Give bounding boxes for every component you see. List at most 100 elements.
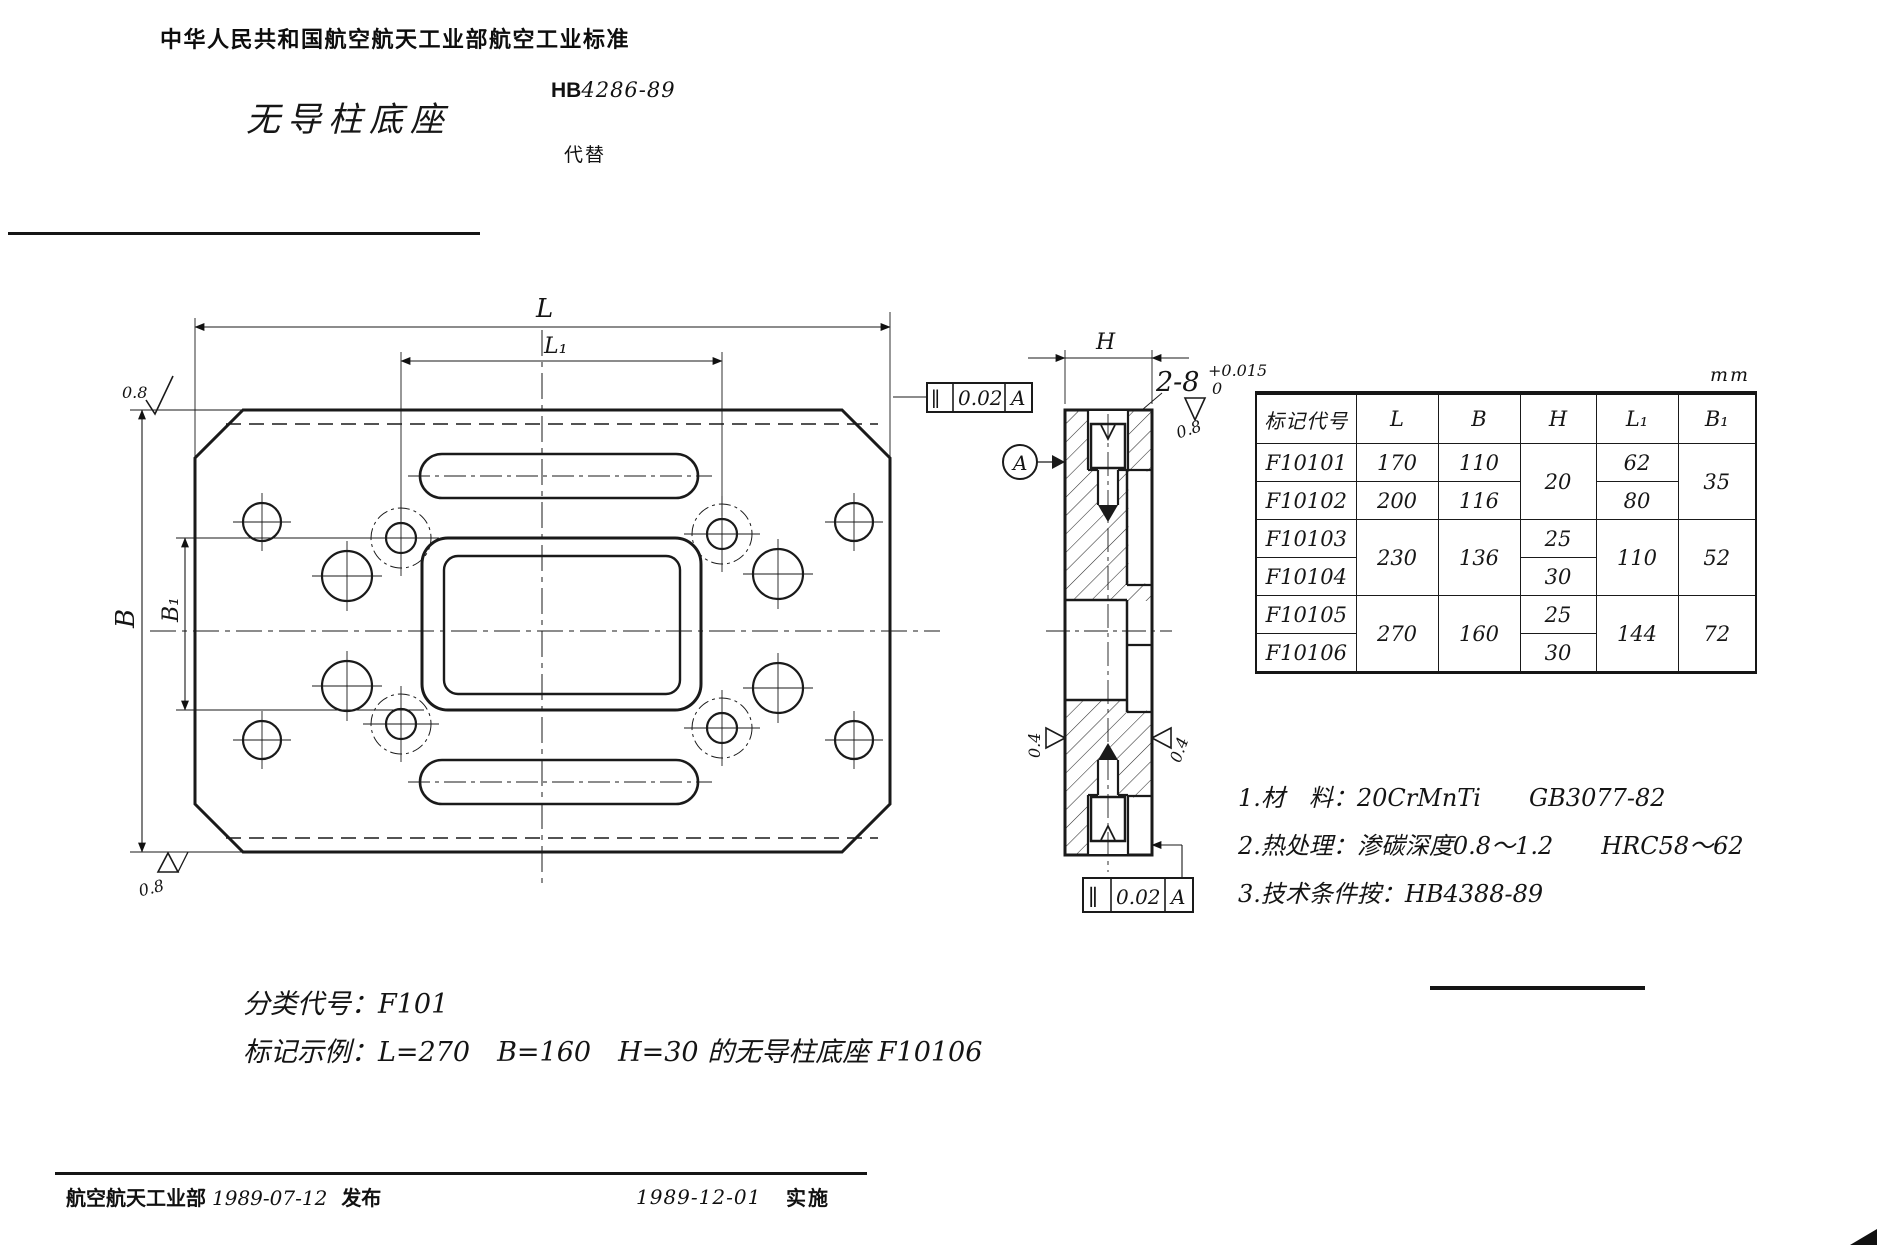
corner-mark	[1850, 1229, 1877, 1245]
fcf-top-symbol: ∥	[931, 387, 940, 411]
section-view	[1046, 408, 1172, 872]
cell-B1: 35	[1677, 443, 1757, 520]
parallelism-frame-top	[893, 382, 1033, 413]
datum-balloon-label: A	[1011, 451, 1027, 475]
standard-number: HB4286-89	[551, 78, 676, 103]
cell-B: 116	[1437, 481, 1521, 520]
cell-code: F10104	[1255, 557, 1357, 596]
cell-H: 25	[1519, 519, 1597, 558]
hole-callout-base: 2-8	[1155, 367, 1199, 398]
cell-L1: 62	[1595, 443, 1679, 482]
cell-H: 30	[1519, 557, 1597, 596]
document-title: 无导柱底座	[246, 100, 451, 140]
cell-L: 230	[1355, 519, 1439, 596]
roughness-callout-mark	[1183, 397, 1207, 422]
cell-L: 200	[1355, 481, 1439, 520]
top-view	[130, 312, 940, 885]
roughness-bottom-left	[156, 851, 189, 873]
cell-code: F10105	[1255, 595, 1357, 634]
dim-L	[194, 312, 891, 462]
dim-H-label: H	[1095, 330, 1116, 355]
col-header-B1: B₁	[1677, 392, 1757, 444]
cell-B: 136	[1437, 519, 1521, 596]
parallelism-frame-bottom	[1082, 841, 1194, 913]
technical-notes: 1.材 料：20CrMnTi GB3077-82 2.热处理：渗碳深度0.8～1…	[1238, 778, 1744, 922]
cell-code: F10101	[1255, 443, 1357, 482]
dim-H	[1028, 350, 1189, 404]
publish-date: 1989-07-12	[212, 1186, 328, 1210]
table-header-row: 标记代号 L B H L₁ B₁	[1255, 392, 1757, 444]
roughness-section-left	[1045, 726, 1067, 750]
cell-L1: 144	[1595, 595, 1679, 673]
fcf-bottom-symbol: ∥	[1088, 886, 1098, 911]
classification-block: 分类代号：F101 标记示例：L=270 B=160 H=30 的无导柱底座 F…	[243, 982, 982, 1078]
roughness-top-left	[145, 375, 174, 416]
table-row: F10105 270 160 25 144 72	[1255, 595, 1757, 673]
standard-number-value: 4286-89	[581, 78, 676, 102]
cell-B: 160	[1437, 595, 1521, 673]
cell-B: 110	[1437, 443, 1521, 482]
publisher-name: 航空航天工业部	[66, 1188, 206, 1210]
roughness-callout-value: 0.8	[1174, 416, 1204, 442]
publish-label: 发布	[341, 1188, 382, 1210]
table-unit-label: mm	[1710, 364, 1751, 386]
cell-H: 25	[1519, 595, 1597, 634]
col-header-B: B	[1437, 392, 1521, 444]
table-row: F10106 30	[1255, 633, 1756, 673]
roughness-section-left-value: 0.4	[1025, 733, 1044, 758]
dim-L1	[400, 352, 723, 520]
dim-B	[130, 409, 247, 853]
dim-B1-label: B₁	[159, 597, 184, 623]
hole-callout-lower-tol: 0	[1212, 379, 1222, 398]
fcf-bottom-tolerance: 0.02	[1116, 885, 1161, 909]
note-technical-conditions: 3.技术条件按：HB4388-89	[1238, 880, 1544, 908]
roughness-section-right	[1150, 726, 1172, 750]
cell-L1: 110	[1595, 519, 1679, 596]
col-header-code: 标记代号	[1255, 392, 1357, 444]
pocket-outer	[420, 536, 703, 712]
standard-number-prefix: HB	[551, 79, 582, 102]
note-heat-treatment: 2.热处理：渗碳深度0.8～1.2 HRC58～62	[1238, 832, 1744, 860]
pocket-inner	[442, 554, 682, 696]
cell-B1: 52	[1677, 519, 1757, 596]
col-header-H: H	[1519, 392, 1597, 444]
fcf-bottom-datum: A	[1169, 885, 1185, 909]
datum-balloon	[1002, 444, 1065, 480]
note-material: 1.材 料：20CrMnTi GB3077-82	[1238, 784, 1666, 812]
top-slot	[418, 452, 700, 500]
header-divider	[8, 232, 480, 235]
col-header-L: L	[1355, 392, 1439, 444]
bottom-right-rule	[1430, 986, 1645, 990]
roughness-top-left-value: 0.8	[122, 383, 147, 402]
cell-L: 170	[1355, 443, 1439, 482]
dim-B-label: B	[111, 609, 141, 629]
publish-info: 航空航天工业部 1989-07-12 发布	[66, 1182, 381, 1211]
roughness-section-right-value: 0.4	[1166, 735, 1193, 765]
roughness-bottom-left-value: 0.8	[137, 876, 166, 901]
plate-outline	[193, 408, 892, 854]
hole-callout-upper-tol: +0.015	[1208, 361, 1267, 380]
bottom-slot	[418, 758, 700, 806]
cell-L1: 80	[1595, 481, 1679, 520]
cell-H: 30	[1519, 633, 1597, 673]
dowel-hole-callout	[1141, 392, 1163, 411]
dim-B1	[176, 537, 424, 711]
table-row: F10101 170 110 20 62 35	[1255, 443, 1757, 520]
supersedes-label: 代替	[564, 145, 607, 166]
cell-B1: 72	[1677, 595, 1757, 673]
col-header-L1: L₁	[1595, 392, 1679, 444]
implement-date: 1989-12-01	[636, 1185, 762, 1209]
cell-code: F10106	[1255, 633, 1357, 673]
size-table: 标记代号 L B H L₁ B₁ F10101 170 110 20 62 35…	[1255, 391, 1757, 674]
dim-L-label: L	[535, 294, 553, 324]
designation-example: 标记示例：L=270 B=160 H=30 的无导柱底座 F10106	[243, 1037, 983, 1068]
cell-code: F10103	[1255, 519, 1357, 558]
footer-divider	[55, 1172, 867, 1175]
cell-H: 20	[1519, 443, 1597, 520]
fcf-top-tolerance: 0.02	[958, 386, 1003, 410]
classification-code: 分类代号：F101	[243, 989, 449, 1020]
cell-L: 270	[1355, 595, 1439, 673]
implement-label: 实施	[786, 1188, 830, 1210]
